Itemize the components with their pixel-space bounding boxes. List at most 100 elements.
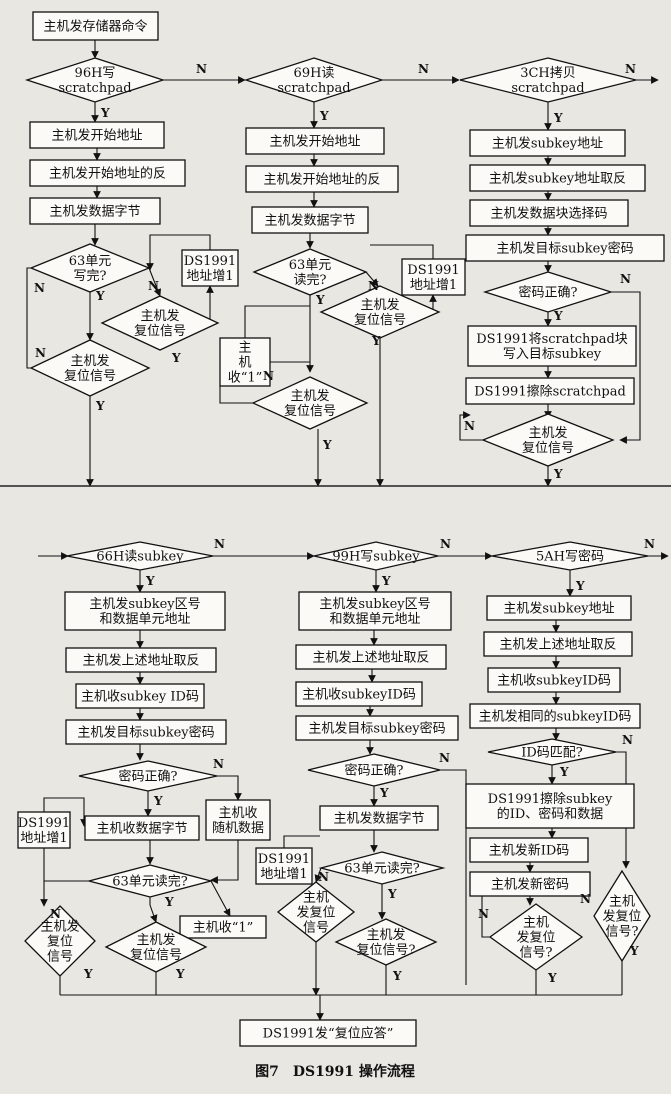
connector [283,835,320,848]
process-a-recv1: 主机收“1” [179,915,267,939]
node-label: 复位信号 [522,441,574,456]
node-label: 随机数据 [212,821,264,836]
node-label: scratchpad [58,81,131,96]
process-box [465,234,665,262]
connector [148,267,162,297]
process-w-addr: 主机发开始地址 [29,121,165,149]
node-label: 69H读 [294,66,335,81]
process-box [465,377,635,405]
process-p-newid: 主机发新ID码 [469,837,589,863]
decision-diamond [276,881,356,943]
node-label: 发复位 [602,909,641,925]
flow-nodes: 主机发存储器命令96H写scratchpad69H读scratchpad3CH拷… [17,11,665,1047]
process-box [245,165,399,193]
node-label: 复位信号 [134,324,186,339]
no-label: N [418,62,429,76]
yes-label: Y [629,944,639,958]
process-r-data: 主机发数据字节 [251,206,369,234]
decision-d5a: 5AH写密码 [491,541,649,571]
connector [244,305,310,338]
yes-label: Y [559,765,569,779]
connector [26,267,31,369]
decision-d66: 66H读subkey [66,541,214,571]
no-label: N [440,537,451,551]
process-box [65,719,227,745]
connector [314,867,322,883]
process-c-pwd: 主机发目标subkey密码 [465,234,665,262]
node-label: 63单元读完? [112,875,188,890]
node-label: 主机发开始地址 [51,128,142,144]
node-label: 主 [238,341,251,356]
connector [440,769,467,985]
node-label: 主机发上述地址取反 [312,650,429,666]
decision-diamond [459,57,637,103]
node-label: DS1991 [407,263,459,278]
no-label: N [213,757,224,771]
process-a-data: 主机收数据字节 [84,815,200,841]
process-box [65,647,217,673]
yes-label: Y [575,579,585,593]
decision-diamond [318,851,446,885]
decision-diamond [319,285,441,339]
node-label: 地址增1 [20,831,67,846]
no-label: N [622,733,633,747]
no-label: N [35,346,46,360]
decision-diamond [24,905,96,977]
node-label: 信号 [303,921,329,936]
process-box [219,337,271,387]
decision-r-d63: 63单元读完? [252,248,368,296]
node-label: 主机收subkey ID码 [81,690,199,705]
node-label: 主机发subkey地址 [492,136,603,152]
node-label: 主机发 [528,425,567,441]
process-start: 主机发存储器命令 [32,11,159,41]
process-box [486,595,632,621]
node-label: 主机发 [366,927,405,943]
decision-diamond [487,738,617,766]
connector [217,775,242,801]
node-label: 主机收“1” [193,921,254,936]
decision-diamond [252,248,368,296]
process-box [469,871,591,897]
node-label: ID码匹配? [521,746,583,761]
yes-label: Y [553,467,563,481]
node-label: 主机发 [140,308,179,324]
process-box [205,799,271,841]
decision-c-ok: 密码正确? [482,271,614,313]
process-c-sel: 主机发数据块选择码 [469,199,629,227]
process-box [245,127,385,155]
decision-diamond [24,57,166,103]
decision-diamond [104,921,208,973]
connector [43,797,88,827]
process-p-newpwd: 主机发新密码 [469,871,591,897]
decision-diamond [251,376,369,430]
process-b-naddr: 主机发上述地址取反 [295,644,447,670]
decision-diamond [307,753,441,787]
yes-label: Y [95,289,105,303]
node-label: 主机发新ID码 [489,843,570,859]
node-label: 主机 [303,891,329,906]
node-label: 地址增1 [186,269,233,284]
node-label: 发复位 [516,930,555,946]
yes-label: Y [171,351,181,365]
node-label: 主机发目标subkey密码 [496,241,633,257]
connector [481,885,490,938]
node-label: scratchpad [277,81,350,96]
node-label: 主机发subkey地址取反 [489,171,626,187]
node-label: 主机发开始地址的反 [263,172,380,188]
no-label: N [620,272,631,286]
node-label: DS1991擦除subkey [488,792,613,807]
node-label: 96H写 [75,66,116,81]
node-label: 主机发新密码 [491,877,569,893]
yes-label: Y [381,574,391,588]
process-box [29,197,161,225]
node-label: 主机发存储器命令 [43,19,147,35]
node-label: 复位信号 [284,404,336,419]
